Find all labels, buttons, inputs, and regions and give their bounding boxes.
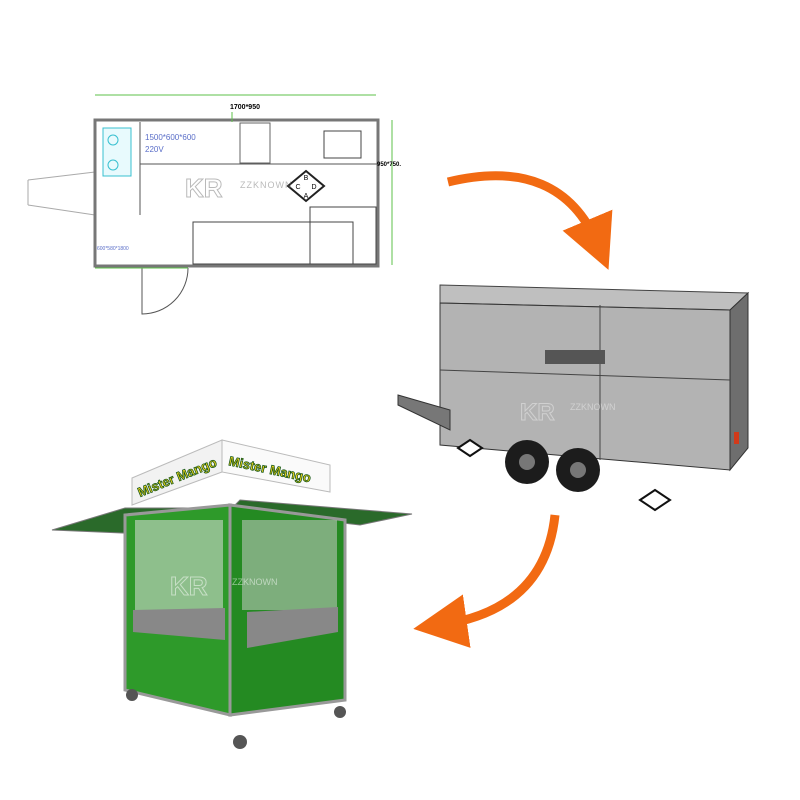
trailer-hitch [397, 394, 451, 431]
trailer-tongue [27, 171, 96, 216]
sink-table-label: 1500*600*600 [145, 133, 196, 142]
watermark-plan: KR ZZKNOWN [185, 173, 293, 204]
burner-b: B [304, 175, 309, 182]
svg-text:ZZKNOWN: ZZKNOWN [570, 402, 616, 412]
voltage-label: 220V [145, 145, 164, 154]
burner-c: C [295, 184, 300, 191]
burner-icon: B C D A [286, 169, 326, 203]
sign-front [221, 439, 331, 493]
arrow-plan-to-render [446, 171, 613, 270]
floor-plan: B C D A 1700*950 1500*600*600 220V 950*7… [27, 94, 401, 315]
door-swing [141, 267, 189, 315]
dimension-top-label: 1700*950 [230, 104, 260, 111]
watermark-logo: KR [185, 173, 223, 203]
watermark-photo: KR ZZKNOWN [170, 571, 278, 602]
svg-text:KR: KR [170, 571, 208, 601]
watermark-brand: ZZKNOWN [240, 180, 293, 190]
svg-text:ZZKNOWN: ZZKNOWN [232, 577, 278, 587]
trailer-outline [93, 118, 380, 268]
sink-icon [102, 127, 132, 177]
fridge-label: 600*580*1800 [97, 246, 129, 252]
mister-mango-kiosk: Mister Mango Mister Mango KR ZZKNOWN [51, 439, 413, 749]
window-dimension-label: 950*750. [377, 162, 401, 168]
arrow-render-to-photo [413, 514, 560, 648]
lower-counter [192, 221, 354, 265]
griddle [323, 130, 362, 159]
svg-text:KR: KR [520, 399, 555, 426]
burner-d: D [311, 184, 316, 191]
watermark-render: KR ZZKNOWN [520, 399, 616, 427]
stairs [239, 122, 271, 164]
trailer-3d-render: KR ZZKNOWN [397, 284, 750, 512]
burner-a: A [304, 193, 309, 200]
